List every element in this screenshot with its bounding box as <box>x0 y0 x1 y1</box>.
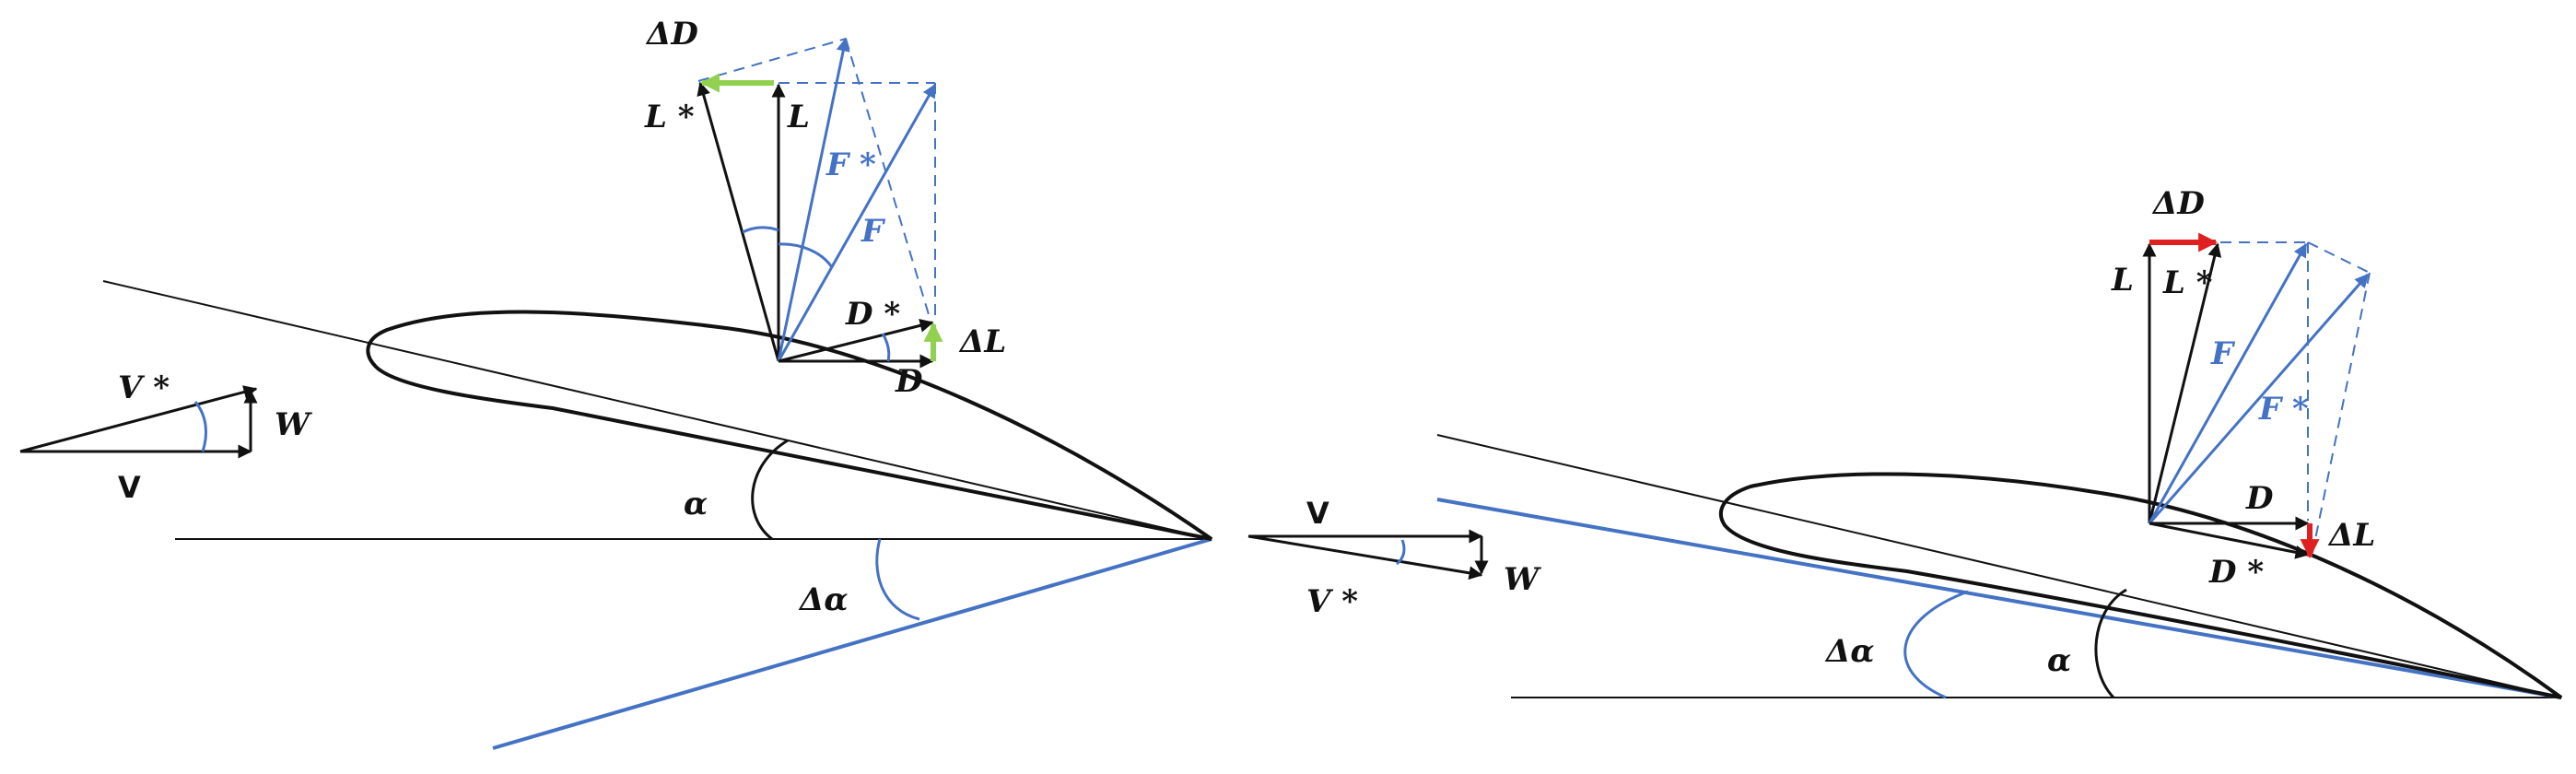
right-label-delta-l: ΔL <box>2327 517 2375 554</box>
right-diagram: ΔD L L * F F * D ΔL D * Δα α <box>1436 185 2563 699</box>
middle-label-w: W <box>1504 561 1541 598</box>
right-label-alpha: α <box>2047 642 2071 679</box>
left-label-f: F <box>861 213 886 250</box>
left-label-d-star: D * <box>845 296 900 333</box>
middle-velocity-angle-arc <box>1396 539 1406 566</box>
left-label-v: V <box>118 470 141 505</box>
left-f-vector <box>777 83 937 362</box>
left-velocity-angle-arc <box>193 401 208 452</box>
left-airfoil <box>366 310 1213 541</box>
left-label-alpha: α <box>684 486 708 522</box>
left-lstar-angle-arc <box>742 226 779 234</box>
left-chord-line <box>102 280 1212 540</box>
left-f-angle-arc <box>778 242 834 268</box>
middle-v-star-vector <box>1247 534 1483 580</box>
left-label-w: W <box>275 406 312 443</box>
right-label-delta-alpha: Δα <box>1824 633 1875 670</box>
left-f-star-vector <box>777 37 850 362</box>
right-airfoil <box>1719 472 2563 699</box>
middle-velocity-triangle: V V * W <box>1247 496 1541 620</box>
left-diagram: ΔD L * L F * F D * ΔL D V * W V α Δα <box>19 16 1213 750</box>
left-label-delta-alpha: Δα <box>798 581 849 618</box>
left-label-l-star: L * <box>644 99 695 135</box>
right-dash-right-2 <box>2312 272 2371 554</box>
right-alpha-arc <box>2094 588 2127 699</box>
left-relative-wind-line <box>492 537 1212 750</box>
left-v-star-vector <box>19 385 258 453</box>
right-chord-line <box>1436 434 2562 698</box>
left-dstar-angle-arc <box>881 333 891 362</box>
left-label-v-star: V * <box>118 369 170 406</box>
right-relative-wind-line <box>1436 498 2562 699</box>
right-f-star-vector <box>2148 273 2370 524</box>
right-label-l: L <box>2111 262 2134 299</box>
right-dash-top-2 <box>2307 241 2371 274</box>
right-label-d-star: D * <box>2208 554 2264 591</box>
left-dash-top-1 <box>697 38 847 82</box>
middle-label-v-star: V * <box>1306 583 1358 620</box>
left-alpha-arc <box>751 439 789 541</box>
right-label-f-star: F * <box>2258 391 2309 428</box>
left-label-delta-l: ΔL <box>958 323 1006 360</box>
left-dash-right-1 <box>845 38 931 322</box>
left-label-f-star: F * <box>825 147 876 183</box>
right-label-f: F <box>2210 335 2236 372</box>
middle-label-v: V <box>1306 496 1329 531</box>
right-label-l-star: L * <box>2162 264 2213 301</box>
right-d-star-vector <box>2149 522 2310 559</box>
right-l-star-vector <box>2148 242 2222 524</box>
left-label-d: D <box>895 363 923 400</box>
left-label-l: L <box>787 99 810 135</box>
left-label-delta-d: ΔD <box>645 16 698 53</box>
left-d-star-vector <box>778 319 934 363</box>
right-f-vector <box>2148 242 2308 524</box>
right-label-delta-d: ΔD <box>2151 185 2205 222</box>
right-label-d: D <box>2245 480 2274 517</box>
left-l-star-vector <box>697 81 780 362</box>
left-delta-alpha-arc <box>875 538 920 621</box>
right-delta-alpha-arc <box>1903 590 1969 699</box>
